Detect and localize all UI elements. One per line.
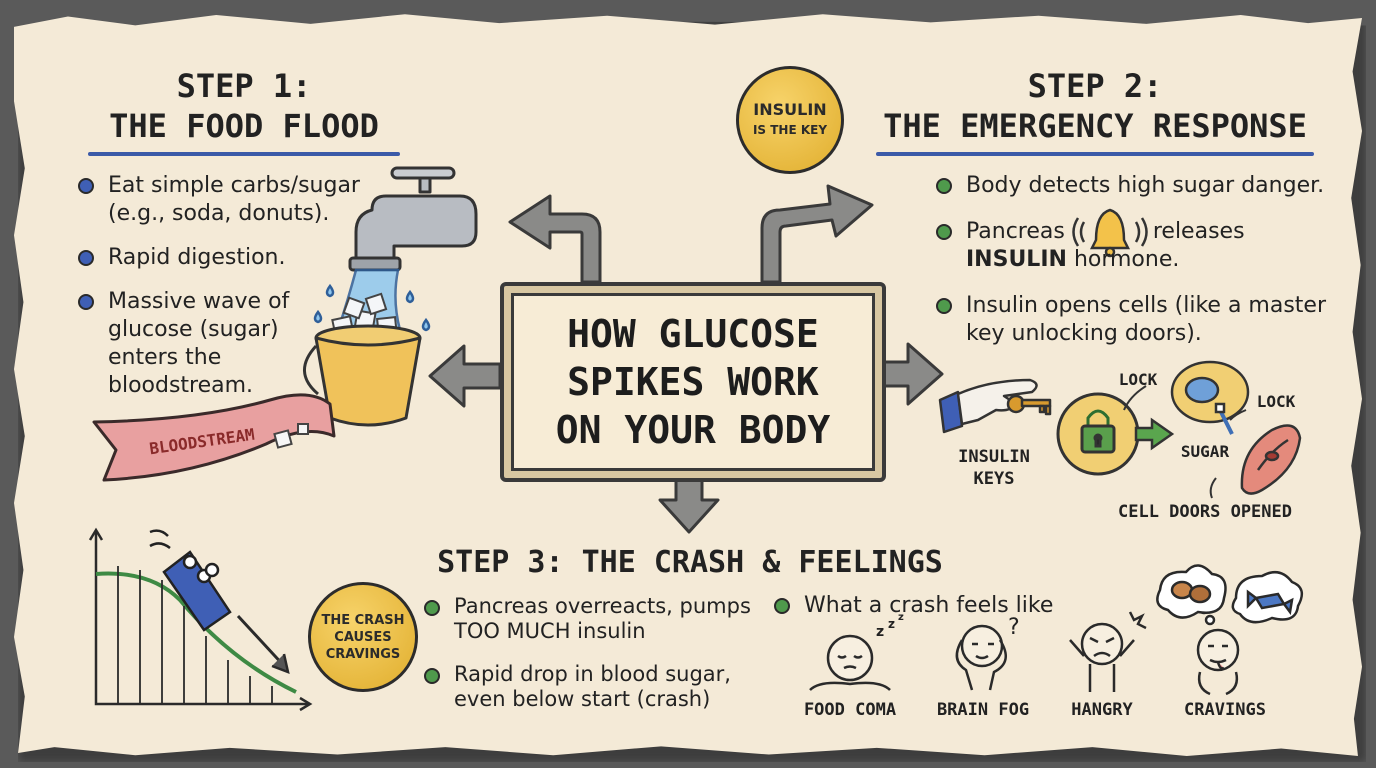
step1-bullet-2-text: Rapid digestion.	[108, 245, 286, 270]
step3-bullet-2: Rapid drop in blood sugar, even below st…	[424, 662, 784, 712]
food-coma-icon: z z z	[809, 612, 904, 691]
svg-text:?: ?	[1008, 615, 1020, 640]
feelings-title: What a crash feels like	[774, 592, 1124, 620]
step2-bullet-2-pre: Pancreas	[966, 219, 1065, 244]
step1-bullet-2: Rapid digestion.	[78, 244, 348, 272]
svg-text:z: z	[898, 612, 904, 623]
feeling-food-coma: FOOD COMA	[803, 700, 897, 720]
step3-bullet-2-text: Rapid drop in blood sugar, even below st…	[454, 662, 731, 711]
sugar-cube-small	[273, 423, 309, 449]
arrow-up-left-icon	[508, 194, 602, 284]
arrow-left-icon	[428, 344, 502, 408]
lock-right-label: LOCK	[1256, 392, 1296, 411]
step1-underline	[88, 152, 400, 156]
step2-bullet-2: Pancreas releases INSULIN hormone.	[936, 218, 1366, 274]
step2-bullet-3: Insulin opens cells (like a master key u…	[936, 292, 1346, 348]
crash-chart	[88, 527, 313, 712]
step1-bullet-1-text: Eat simple carbs/sugar (e.g., soda, donu…	[108, 173, 360, 226]
bucket-icon	[303, 324, 422, 427]
svg-text:z: z	[876, 624, 884, 640]
step1-bullet-3-text: Massive wave of glucose (sugar) enters t…	[108, 289, 290, 398]
sugar-label: SUGAR	[1180, 442, 1230, 461]
crash-cravings-coin: THE CRASH CAUSES CRAVINGS	[308, 582, 418, 692]
step1-heading-line1: STEP 1:	[176, 67, 312, 105]
step2-heading: STEP 2: THE EMERGENCY RESPONSE	[860, 66, 1330, 146]
arrow-up-right-icon	[760, 184, 874, 284]
blue-bullet-icon	[78, 250, 94, 266]
step2-bullet-3-text: Insulin opens cells (like a master key u…	[966, 293, 1327, 346]
step3-bullet-1: Pancreas overreacts, pumps TOO MUCH insu…	[424, 594, 784, 644]
step2-bullet-2-strong: INSULIN	[966, 247, 1067, 272]
center-title-box: HOW GLUCOSE SPIKES WORK ON YOUR BODY	[500, 282, 886, 482]
step3-bullet-1-text: Pancreas overreacts, pumps TOO MUCH insu…	[454, 594, 751, 643]
brain-fog-icon: ?	[955, 615, 1020, 691]
muscle-cell-icon	[1240, 424, 1302, 495]
coin-line1: INSULIN	[753, 100, 827, 119]
lock-left-label: LOCK	[1118, 370, 1158, 389]
blue-bullet-icon	[78, 294, 94, 310]
feeling-cravings: CRAVINGS	[1184, 700, 1266, 720]
green-bullet-icon	[936, 224, 952, 240]
insulin-key-coin: INSULIN IS THE KEY	[736, 66, 844, 174]
step2-heading-line1: STEP 2:	[1027, 67, 1163, 105]
step2-underline	[876, 152, 1314, 156]
pointer-lines	[1123, 385, 1247, 499]
cravings-icon	[1156, 564, 1304, 696]
bloodstream-ribbon	[92, 393, 336, 482]
green-bullet-icon	[936, 298, 952, 314]
svg-text:z: z	[888, 617, 895, 631]
coin-line2: IS THE KEY	[752, 123, 828, 137]
faucet-icon	[348, 166, 478, 272]
step1-heading-line2: THE FOOD FLOOD	[109, 107, 379, 145]
step2-bullet-1-text: Body detects high sugar danger.	[966, 173, 1325, 198]
center-title: HOW GLUCOSE SPIKES WORK ON YOUR BODY	[555, 312, 831, 452]
feeling-hangry: HANGRY	[1071, 700, 1133, 720]
green-bullet-icon	[774, 598, 790, 614]
feeling-brain-fog: BRAIN FOG	[936, 700, 1030, 720]
step2-bullet-2-post: releases	[1152, 219, 1245, 244]
cell-doors-label: CELL DOORS OPENED	[1118, 502, 1292, 522]
feelings-title-text: What a crash feels like	[804, 593, 1054, 618]
roller-coaster-car-icon	[149, 529, 232, 632]
hangry-icon	[1069, 611, 1147, 692]
green-bullet-icon	[424, 600, 440, 616]
green-bullet-icon	[424, 668, 440, 684]
green-bullet-icon	[936, 178, 952, 194]
hand-with-key-icon	[938, 378, 1052, 434]
green-arrow-icon	[1134, 417, 1175, 451]
bell-icon	[1072, 208, 1148, 258]
step2-bullet-2-end: hormone.	[1073, 247, 1180, 272]
arrow-right-icon	[876, 342, 944, 406]
insulin-keys-label: INSULIN KEYS	[958, 447, 1030, 489]
step1-bullet-3: Massive wave of glucose (sugar) enters t…	[78, 288, 338, 400]
crash-coin-text: THE CRASH CAUSES CRAVINGS	[321, 612, 405, 662]
step1-bullet-1: Eat simple carbs/sugar (e.g., soda, donu…	[78, 172, 408, 228]
blue-bullet-icon	[78, 178, 94, 194]
step3-heading: STEP 3: THE CRASH & FEELINGS	[437, 545, 943, 580]
step2-heading-line2: THE EMERGENCY RESPONSE	[883, 107, 1307, 145]
open-cell-icon	[1170, 360, 1250, 435]
step2-bullet-1: Body detects high sugar danger.	[936, 172, 1366, 200]
arrow-down-icon	[658, 472, 720, 534]
step1-heading: STEP 1: THE FOOD FLOOD	[84, 66, 404, 146]
